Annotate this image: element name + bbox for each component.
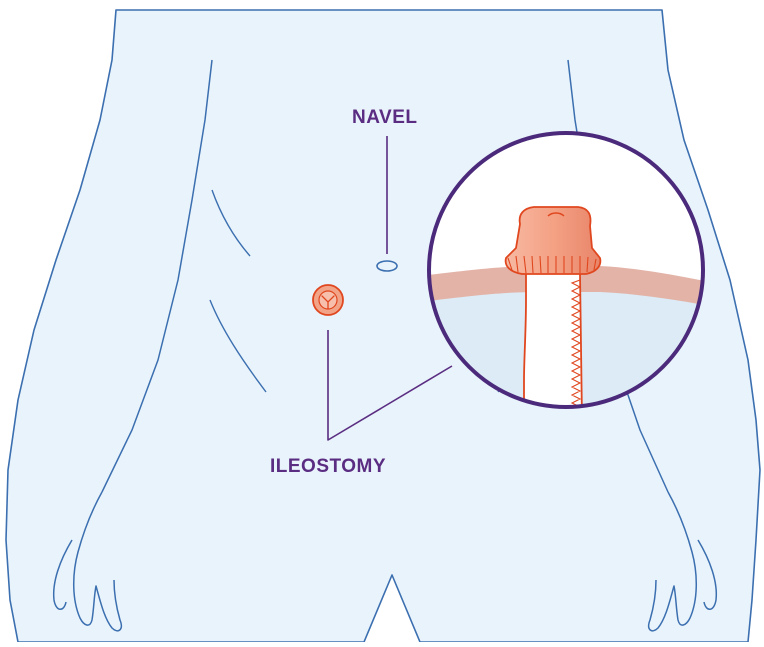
stoma-icon (313, 285, 343, 315)
navel-label: NAVEL (352, 107, 417, 129)
navel-icon (377, 261, 397, 271)
ileostomy-label: ILEOSTOMY (270, 456, 386, 478)
